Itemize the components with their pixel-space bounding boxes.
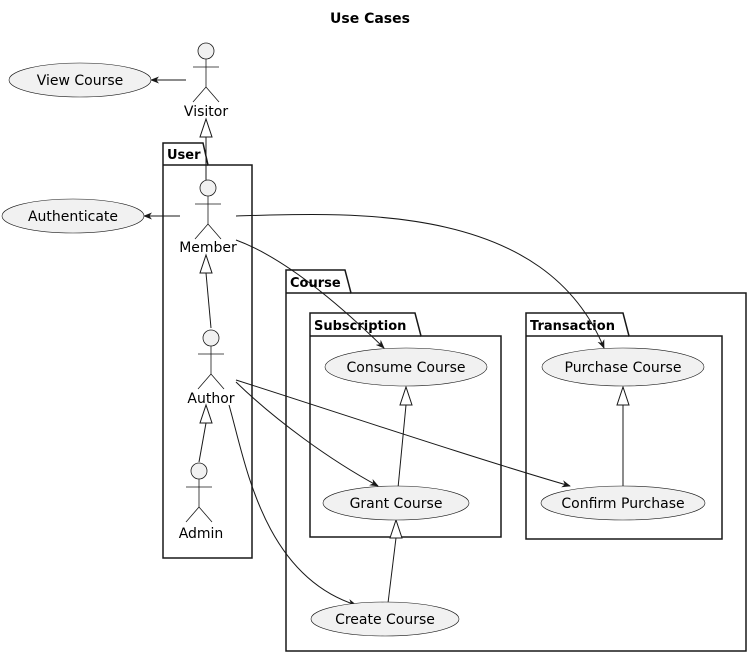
usecase-view-course-label: View Course bbox=[37, 73, 124, 89]
generalization-grant-consume bbox=[397, 385, 413, 489]
actor-author: Author bbox=[187, 329, 235, 407]
actor-visitor: Visitor bbox=[184, 42, 228, 120]
actor-member-label: Member bbox=[179, 240, 237, 256]
relation-member-consume-course bbox=[235, 239, 385, 349]
package-subscription: Subscription bbox=[309, 312, 502, 538]
usecase-grant-course-label: Grant Course bbox=[350, 496, 443, 512]
diagram-title: Use Cases bbox=[330, 11, 410, 27]
package-course-label: Course bbox=[290, 276, 341, 291]
package-course: Course bbox=[285, 269, 747, 652]
usecase-create-course: Create Course bbox=[310, 601, 460, 637]
relation-author-confirm-purchase bbox=[235, 379, 571, 488]
usecase-authenticate: Authenticate bbox=[1, 198, 145, 234]
package-user-label: User bbox=[167, 148, 201, 163]
relation-author-create-course bbox=[228, 404, 357, 606]
usecase-consume-course: Consume Course bbox=[324, 347, 488, 387]
usecase-authenticate-label: Authenticate bbox=[28, 209, 118, 225]
actor-author-label: Author bbox=[187, 391, 234, 407]
generalization-author-member bbox=[199, 253, 213, 329]
generalization-member-visitor bbox=[199, 117, 213, 180]
usecase-confirm-purchase: Confirm Purchase bbox=[540, 485, 706, 521]
usecase-purchase-course: Purchase Course bbox=[541, 347, 705, 387]
relation-member-purchase-course bbox=[235, 213, 605, 349]
actor-admin-label: Admin bbox=[179, 526, 224, 542]
package-transaction: Transaction bbox=[525, 312, 723, 540]
usecase-create-course-label: Create Course bbox=[335, 612, 435, 628]
usecase-grant-course: Grant Course bbox=[322, 485, 470, 521]
usecase-confirm-purchase-label: Confirm Purchase bbox=[561, 496, 684, 512]
usecase-view-course: View Course bbox=[8, 62, 152, 98]
generalization-admin-author bbox=[198, 403, 213, 463]
generalization-confirm-purchase bbox=[616, 385, 630, 487]
actor-member: Member bbox=[179, 179, 237, 256]
generalization-create-grant bbox=[387, 518, 403, 604]
actor-visitor-label: Visitor bbox=[184, 104, 228, 120]
package-user: User bbox=[162, 142, 253, 559]
actor-admin: Admin bbox=[179, 462, 224, 542]
usecase-consume-course-label: Consume Course bbox=[347, 360, 466, 376]
package-transaction-label: Transaction bbox=[530, 319, 615, 334]
usecase-purchase-course-label: Purchase Course bbox=[565, 360, 682, 376]
relation-author-grant-course bbox=[235, 381, 379, 487]
package-subscription-label: Subscription bbox=[314, 319, 406, 334]
